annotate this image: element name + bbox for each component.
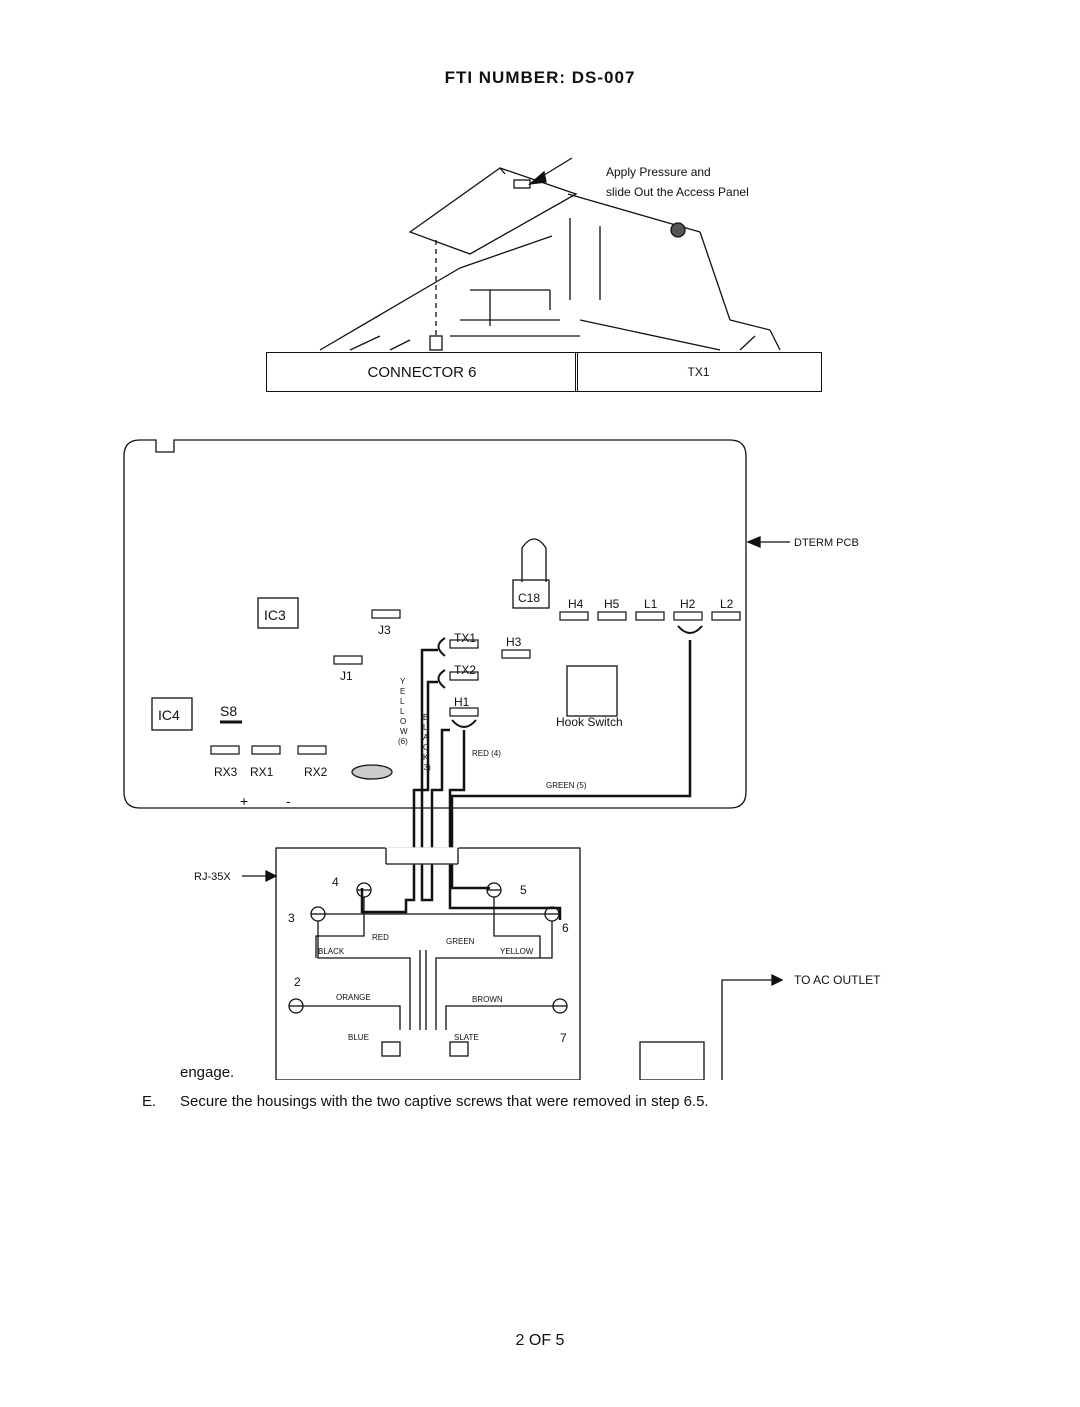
black-letter-5: K bbox=[423, 753, 429, 762]
rx2-label: RX2 bbox=[304, 765, 328, 779]
ic3-label: IC3 bbox=[264, 607, 286, 623]
h1-label: H1 bbox=[454, 695, 470, 709]
l1-label: L1 bbox=[644, 597, 658, 611]
step-d-continuation: engage. bbox=[180, 1064, 234, 1081]
h4-label: H4 bbox=[568, 597, 584, 611]
yellow-letter-4: L bbox=[400, 707, 405, 716]
yellow-letter-1: Y bbox=[400, 677, 406, 686]
j3-label: J3 bbox=[378, 623, 391, 637]
black-letter-1: B bbox=[423, 713, 428, 722]
green-wire-label: GREEN (5) bbox=[546, 781, 587, 790]
page-number: 2 OF 5 bbox=[515, 1332, 565, 1349]
page-title: FTI NUMBER: DS-007 bbox=[444, 68, 636, 87]
h2-label: H2 bbox=[680, 597, 696, 611]
c18-label: C18 bbox=[518, 591, 540, 605]
pin-6-label: 6 bbox=[562, 921, 569, 935]
callout-line-1: Apply Pressure and bbox=[606, 165, 711, 179]
black-letter-4: C bbox=[423, 743, 429, 752]
pin-7-label: 7 bbox=[560, 1031, 567, 1045]
yellow-letter-2: E bbox=[400, 687, 405, 696]
callout-text: Apply Pressure and slide Out the Access … bbox=[606, 162, 749, 202]
rj35x-label: RJ-35X bbox=[194, 871, 231, 883]
tx1-jumper-label: TX1 bbox=[454, 631, 476, 645]
plus-sign: + bbox=[240, 793, 248, 809]
dterm-pcb-label: DTERM PCB bbox=[794, 537, 859, 549]
pin-3-label: 3 bbox=[288, 911, 295, 925]
terminal-black-label: BLACK bbox=[318, 947, 345, 956]
black-letter-2: L bbox=[423, 723, 428, 732]
tx2-jumper-label: TX2 bbox=[454, 663, 476, 677]
yellow-letter-6: W bbox=[400, 727, 408, 736]
minus-sign: - bbox=[286, 793, 291, 809]
s8-label: S8 bbox=[220, 703, 237, 719]
pin-4-label: 4 bbox=[332, 875, 339, 889]
terminal-green-label: GREEN bbox=[446, 937, 475, 946]
l2-label: L2 bbox=[720, 597, 734, 611]
ac-outlet-label: TO AC OUTLET bbox=[794, 973, 881, 987]
black-letter-6: (3) bbox=[421, 763, 431, 772]
ic4-label: IC4 bbox=[158, 707, 180, 723]
rx3-label: RX3 bbox=[214, 765, 238, 779]
hook-switch-component bbox=[566, 665, 618, 717]
black-letter-3: A bbox=[423, 733, 429, 742]
hook-switch-label: Hook Switch bbox=[556, 715, 623, 729]
terminal-yellow-label: YELLOW bbox=[500, 947, 534, 956]
j1-label: J1 bbox=[340, 669, 353, 683]
tx1-box: TX1 bbox=[575, 352, 822, 392]
rx1-label: RX1 bbox=[250, 765, 274, 779]
terminal-brown-label: BROWN bbox=[472, 995, 503, 1004]
callout-line-2: slide Out the Access Panel bbox=[606, 185, 749, 199]
terminal-blue-label: BLUE bbox=[348, 1033, 369, 1042]
terminal-slate-label: SLATE bbox=[454, 1033, 479, 1042]
ic3-chip bbox=[257, 597, 299, 629]
h5-label: H5 bbox=[604, 597, 620, 611]
yellow-letter-7: (6) bbox=[398, 737, 408, 746]
step-e-letter: E. bbox=[142, 1093, 157, 1110]
pin-5-label: 5 bbox=[520, 883, 527, 897]
pcb-wiring-diagram: DTERM PCB IC3 IC4 S8 C18 J3 J1 TX1 TX2 H… bbox=[123, 439, 881, 1080]
step-e: E. Secure the housings with the two capti… bbox=[142, 1093, 709, 1110]
yellow-letter-3: L bbox=[400, 697, 405, 706]
terminal-orange-label: ORANGE bbox=[336, 993, 371, 1002]
ic4-chip bbox=[151, 697, 193, 731]
access-panel-drawing bbox=[319, 157, 781, 351]
connector-6-label: CONNECTOR 6 bbox=[367, 363, 477, 381]
red-wire-label: RED (4) bbox=[472, 749, 501, 758]
yellow-letter-5: O bbox=[400, 717, 406, 726]
tx1-box-label: TX1 bbox=[687, 365, 710, 379]
pin-2-label: 2 bbox=[294, 975, 301, 989]
c18-component bbox=[512, 579, 550, 609]
step-d-text: engage. bbox=[180, 1064, 235, 1081]
step-e-text: Secure the housings with the two captive… bbox=[180, 1093, 709, 1110]
terminal-red-label: RED bbox=[372, 933, 389, 942]
connector-6-box: CONNECTOR 6 bbox=[266, 352, 578, 392]
h3-label: H3 bbox=[506, 635, 522, 649]
